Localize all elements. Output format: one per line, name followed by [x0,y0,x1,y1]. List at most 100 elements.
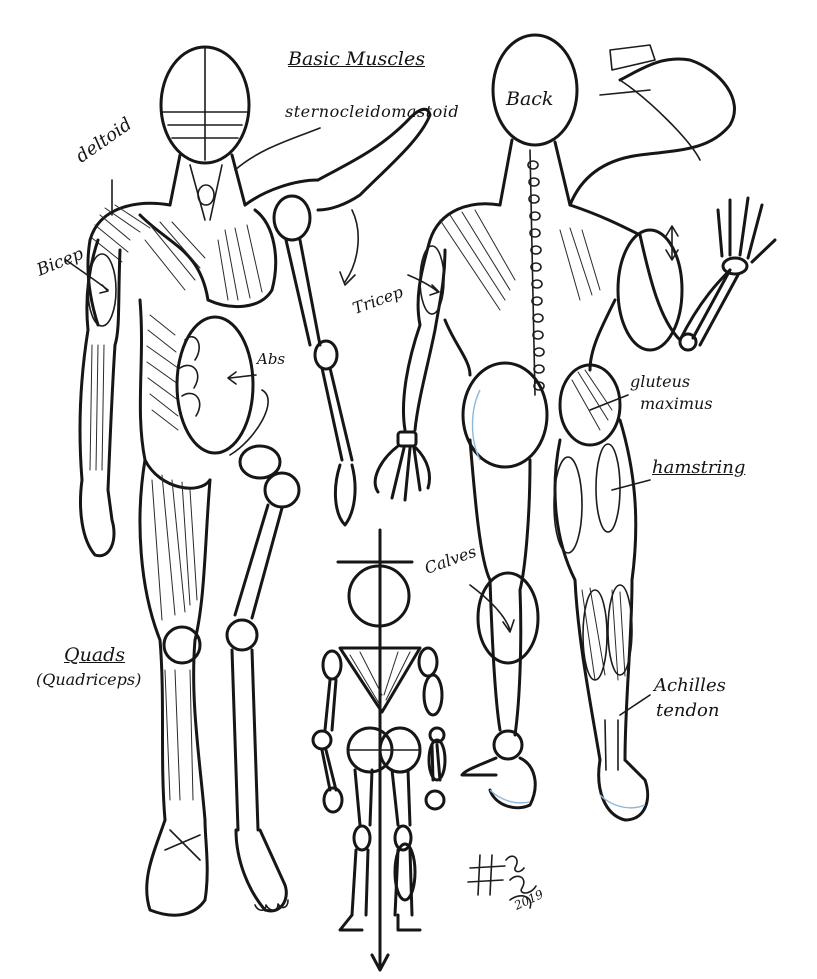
label-back: Back [506,88,554,110]
front-forearm-hatching [89,344,105,471]
front-toes [254,899,289,912]
label-achilles: Achilles [654,675,726,696]
front-left-shoulder [86,201,172,327]
back-lat-oval [616,228,684,352]
front-left-knee [162,625,202,665]
arm-swing-arrow [339,209,359,286]
mannequin-figure [311,528,447,972]
mannequin-left-hand [322,786,344,814]
front-right-knee [225,618,259,652]
bicep-pointer [65,259,109,294]
back-calf-outer [607,584,633,676]
front-raised-arm [316,107,432,212]
front-hip-line [229,389,269,456]
front-forearm-bone [320,366,354,462]
obliques-hatching [146,314,179,431]
back-forearm-bones [691,268,740,347]
front-elbow-joint [313,339,339,371]
achilles-pointer [619,694,651,716]
abs-pointer [227,371,257,385]
calves-pointer [469,584,515,633]
mannequin-forearms [320,743,442,792]
sternocleidomastoid-pointer [234,127,321,171]
mannequin-ribcage [338,646,422,714]
hamstring-inner [553,456,583,554]
back-left-foot [460,756,537,810]
front-shin-hatching [164,669,194,801]
page-title: Basic Muscles [288,48,425,70]
front-shoulder-joint [272,194,312,242]
back-neck [498,138,572,207]
label-gluteus: gluteus [630,372,691,391]
back-left-hand [373,444,431,502]
front-left-flank [138,298,212,490]
back-head [491,33,579,147]
pointer-lines [65,127,651,716]
front-face-guides [162,47,248,161]
back-lowered-arm-bone [638,233,732,342]
back-right-foot [597,758,650,822]
back-left-ankle [492,729,524,761]
vertebrae [527,160,545,391]
front-femur [233,503,284,620]
label-hamstring: hamstring [652,457,746,478]
mannequin-right-elbow [428,726,446,744]
front-right-foot [234,828,288,913]
front-upper-arm-bone [284,238,322,347]
front-left-leg [138,458,212,822]
mannequin-left-knee [352,824,372,852]
front-left-foot [145,818,209,917]
back-raised-arm [568,57,736,207]
mannequin-head [347,564,411,628]
back-left-arm [402,238,447,432]
abs-segments [179,336,201,417]
gluteus-maximus-muscle [558,363,622,447]
glute-hatching [571,369,613,431]
back-arm-arrow [665,225,679,261]
label-abs: Abs [257,350,286,368]
front-left-arm [78,238,122,492]
front-left-hand [79,478,116,558]
front-figure [78,45,432,917]
front-throat [197,184,215,206]
mannequin-left-shoulder [321,649,343,681]
mannequin-feet [338,913,422,932]
calf-oval [476,571,540,665]
mannequin-left-elbow [311,729,333,751]
achilles-tendon-lines [604,719,619,771]
front-ankle-wrap [164,829,201,861]
mannequin-right-knee [393,824,413,852]
back-left-glute [461,361,549,469]
signature-hash-mark [467,854,506,896]
front-head [159,45,251,165]
back-hatching [439,209,601,311]
front-thigh-joint [263,471,301,509]
pencil-guides [471,389,646,809]
front-right-shoulder [243,178,320,207]
label-quads: Quads [64,644,126,666]
back-wrist [396,430,418,448]
pectoral-hatching [144,221,263,301]
mannequin-right-forearm [427,738,447,782]
back-elbow-joint [678,332,698,352]
bicep-muscle [87,253,117,327]
sternocleidomastoid-muscle [189,164,223,221]
mannequin-left-upper-arm [323,678,338,732]
back-left-leg [468,438,532,737]
mannequin-right-shoulder [417,646,439,678]
mannequin-right-upper-arm [422,673,444,717]
label-tendon: tendon [656,700,720,721]
back-raised-fingers [716,196,777,264]
mannequin-right-calf [393,842,417,902]
label-quadriceps: (Quadriceps) [36,670,142,689]
abs-oval [175,315,255,455]
front-tibia [230,648,260,832]
front-neck [168,153,247,207]
back-calf-hatching [581,587,626,681]
signature [467,854,537,909]
back-wrist-joint [721,256,749,276]
mannequin-thighs [353,768,412,827]
quads-hatching [151,474,198,621]
mannequin-torso-hatching [349,651,411,706]
